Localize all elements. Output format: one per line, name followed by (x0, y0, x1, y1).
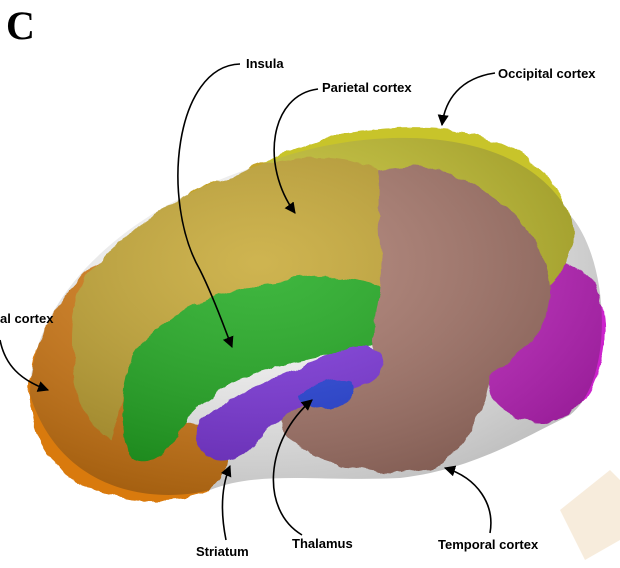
thalamus-label: Thalamus (292, 536, 353, 551)
temporal-cortex-label: Temporal cortex (438, 537, 538, 552)
insula-label: Insula (246, 56, 284, 71)
striatum-label: Striatum (196, 544, 249, 559)
parietal-cortex-label: Parietal cortex (322, 80, 412, 95)
watermark-mark (560, 470, 620, 560)
shading-overlay (30, 138, 602, 495)
occipital-arrow (442, 73, 495, 125)
frontal-cortex-label: al cortex (0, 311, 53, 326)
temporal-arrow (445, 468, 491, 533)
panel-letter: C (6, 2, 35, 49)
occipital-cortex-label: Occipital cortex (498, 66, 596, 81)
